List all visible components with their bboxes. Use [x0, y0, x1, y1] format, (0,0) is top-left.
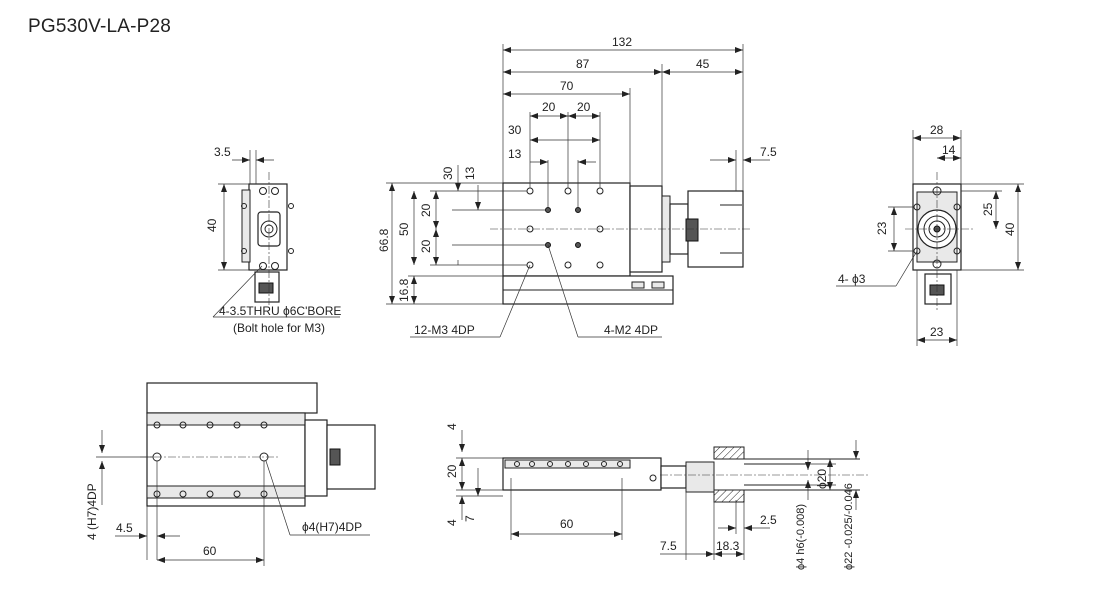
end-view-connector: [924, 273, 952, 305]
callout-phi4: ϕ4(H7)4DP: [302, 520, 362, 534]
left-view-hole: [259, 187, 267, 195]
dim-v20-a: 20: [419, 203, 433, 217]
dim-bl-60: 60: [203, 544, 217, 558]
m2-hole: [575, 207, 581, 213]
dim-bc-phi22: ϕ22 -0.025/-0.046: [843, 483, 855, 570]
end-view-phi3-hole: [913, 247, 921, 255]
bottom-view-hole: [233, 421, 241, 429]
left-view-connector-block: [258, 282, 274, 294]
bottom-view-hole: [206, 421, 214, 429]
left-view-hole: [271, 187, 279, 195]
side-view-motor-adapter: [685, 461, 715, 493]
end-view-phi3-hole: [953, 247, 961, 255]
left-view-hole: [271, 262, 279, 270]
dim-v13: 13: [463, 166, 477, 180]
left-view-screw: [288, 248, 294, 254]
bottom-view-hole: [206, 490, 214, 498]
bottom-view-hole: [233, 490, 241, 498]
dim-bc-60: 60: [560, 517, 574, 531]
dim-left-40: 40: [205, 218, 219, 232]
dim-bc-7-5: 7.5: [660, 539, 677, 553]
left-view-screw: [241, 203, 247, 209]
m3-hole: [596, 261, 604, 269]
top-view-table: [502, 182, 631, 277]
dim-bl-4-5: 4.5: [116, 521, 133, 535]
dim-v20-b: 20: [419, 239, 433, 253]
dim-66-8: 66.8: [377, 228, 391, 252]
side-view-motor-hatch-top: [713, 446, 745, 460]
dim-20-a: 20: [542, 100, 556, 114]
dim-r25: 25: [981, 202, 995, 216]
side-view-rail: [504, 459, 631, 469]
dim-r23v: 23: [875, 221, 889, 235]
left-side-view: 3.5 40 4-3.5THRU ϕ6C'BORE (Bolt hole for…: [205, 145, 341, 335]
m2-hole: [545, 207, 551, 213]
callout-bolt-hole: 4-3.5THRU ϕ6C'BORE: [219, 304, 341, 318]
left-view-screw: [241, 248, 247, 254]
dim-bc-phi4-h6: ϕ4 h6(-0.008): [795, 504, 807, 570]
dim-bl-4-h7: 4 (H7)4DP: [85, 483, 99, 540]
dim-87: 87: [576, 57, 590, 71]
bottom-view-hole: [179, 421, 187, 429]
dim-16-8: 16.8: [397, 278, 411, 302]
callout-m3: 12-M3 4DP: [414, 323, 475, 337]
side-view-motor-hatch-bot: [713, 489, 745, 503]
bottom-view-rail-top: [146, 412, 306, 426]
dim-bc-phi20: ϕ20: [815, 469, 829, 489]
bottom-view-rail-bottom: [146, 485, 306, 499]
side-view-flange: [660, 465, 687, 489]
top-view-limit: [631, 281, 645, 289]
bottom-left-view: 4 (H7)4DP 4.5 60 ϕ4(H7)4DP: [85, 382, 376, 566]
dim-bc-4-bot: 4: [445, 519, 459, 526]
bottom-center-view: 4 20 4 7 60 7.5 18.3 2.5 ϕ20 ϕ4 h6(-0.00…: [445, 423, 870, 570]
m2-hole: [575, 242, 581, 248]
top-view-limit: [651, 281, 665, 289]
dim-left-3-5: 3.5: [214, 145, 231, 159]
dim-bc-7: 7: [463, 515, 477, 522]
callout-bolt-hole-note: (Bolt hole for M3): [233, 321, 325, 335]
dim-bc-20: 20: [445, 464, 459, 478]
dim-13: 13: [508, 147, 522, 161]
bottom-view-flange: [304, 419, 328, 497]
dim-bc-2-5: 2.5: [760, 513, 777, 527]
dim-7-5-top: 7.5: [760, 145, 777, 159]
dim-bc-18-3: 18.3: [716, 539, 740, 553]
bottom-view-upper-plate: [146, 382, 318, 414]
dim-20-b: 20: [577, 100, 591, 114]
bottom-view-hole: [179, 490, 187, 498]
end-view-phi3-hole: [913, 203, 921, 211]
dim-v30: 30: [441, 166, 455, 180]
m3-hole: [564, 261, 572, 269]
left-view-flange: [241, 189, 251, 263]
top-view-coupling: [685, 218, 699, 242]
dim-50: 50: [397, 222, 411, 236]
bottom-view-hole: [260, 421, 268, 429]
right-end-view: 28 14 23 25 40 23 4- ϕ3: [836, 123, 1024, 346]
bottom-view-hole: [153, 421, 161, 429]
top-view: 132 87 45 70 20 20 30 13 7.5 66.8: [377, 35, 777, 338]
left-view-hole: [259, 262, 267, 270]
dim-30: 30: [508, 123, 522, 137]
callout-phi3: 4- ϕ3: [838, 272, 866, 286]
drawing-title: PG530V-LA-P28: [28, 16, 172, 37]
dim-bc-4-top: 4: [445, 423, 459, 430]
dim-132: 132: [612, 35, 632, 49]
dim-r28: 28: [930, 123, 944, 137]
dim-r23h: 23: [930, 325, 944, 339]
dim-45: 45: [696, 57, 710, 71]
dim-r40: 40: [1003, 222, 1017, 236]
dim-70: 70: [560, 79, 574, 93]
dim-r14: 14: [942, 143, 956, 157]
bottom-view-coupling: [329, 448, 341, 466]
callout-m2: 4-M2 4DP: [604, 323, 658, 337]
end-view-phi3-hole: [953, 203, 961, 211]
left-view-screw: [288, 203, 294, 209]
